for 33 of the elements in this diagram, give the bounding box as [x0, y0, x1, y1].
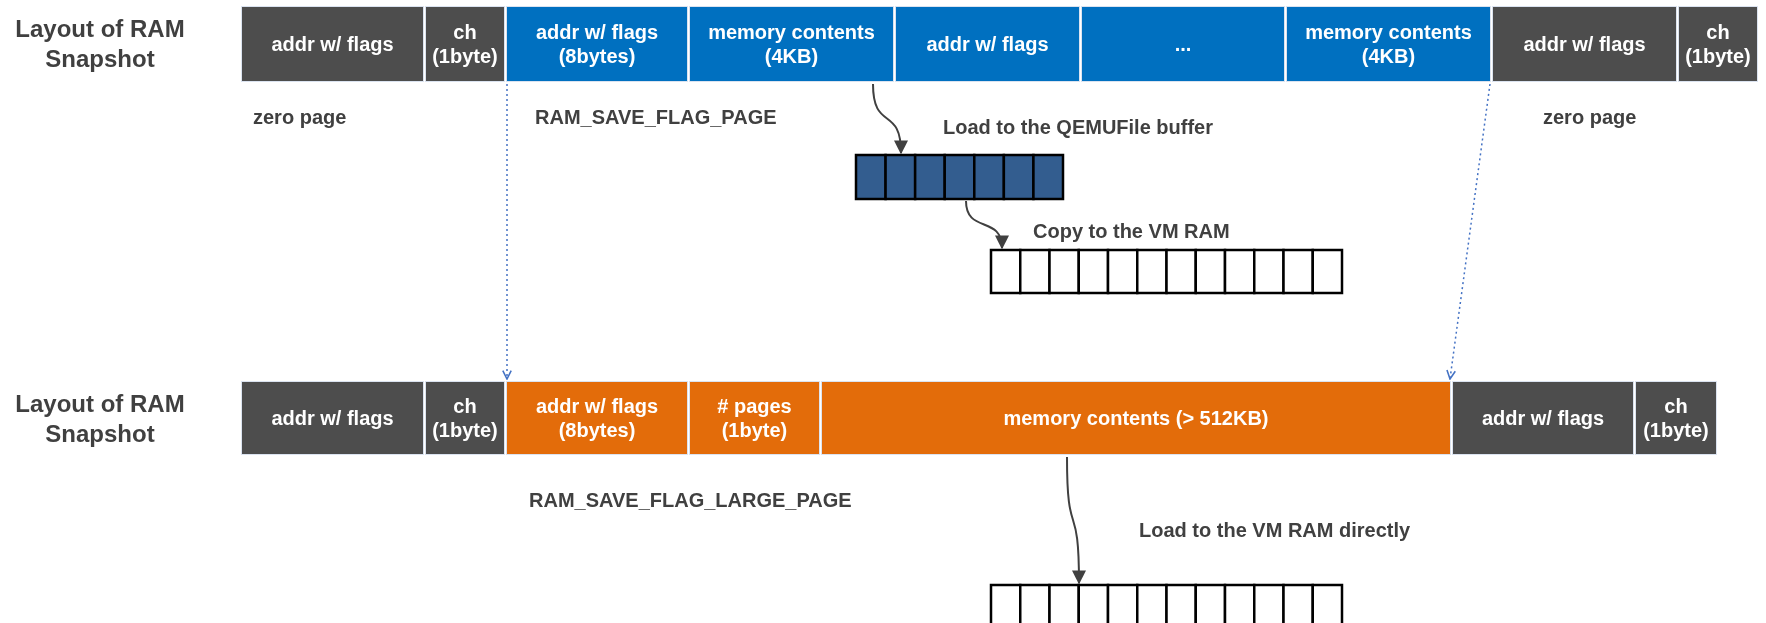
field-cell: ch (1byte)	[1678, 6, 1758, 82]
field-cell: memory contents (> 512KB)	[821, 381, 1451, 455]
field-cell: # pages (1byte)	[689, 381, 820, 455]
curved-arrow	[872, 83, 908, 155]
edge-label: Load to the QEMUFile buffer	[941, 116, 1215, 139]
memory-cells-drawing	[989, 583, 1344, 623]
row-title: Layout of RAM Snapshot	[14, 14, 186, 74]
field-cell: addr w/ flags	[241, 381, 424, 455]
field-cell: memory contents (4KB)	[689, 6, 894, 82]
curved-arrow	[965, 200, 1008, 250]
field-cell: addr w/ flags	[241, 6, 424, 82]
field-cell: addr w/ flags (8bytes)	[506, 381, 688, 455]
section-label: zero page	[1543, 106, 1637, 129]
field-cell: ch (1byte)	[425, 381, 505, 455]
section-label: zero page	[253, 106, 347, 129]
dotted-arrow	[502, 83, 512, 380]
field-cell: ch (1byte)	[425, 6, 505, 82]
field-cell: ch (1byte)	[1635, 381, 1717, 455]
edge-label: Copy to the VM RAM	[1031, 220, 1232, 243]
field-cell: addr w/ flags	[1452, 381, 1634, 455]
memory-cells-drawing	[854, 153, 1065, 201]
flag-name: RAM_SAVE_FLAG_PAGE	[535, 106, 777, 129]
dotted-arrow	[1446, 83, 1491, 380]
field-cell: ...	[1081, 6, 1285, 82]
flag-name: RAM_SAVE_FLAG_LARGE_PAGE	[529, 489, 852, 512]
row-title: Layout of RAM Snapshot	[14, 389, 186, 449]
field-cell: addr w/ flags	[895, 6, 1080, 82]
memory-cells-drawing	[989, 248, 1344, 295]
field-cell: addr w/ flags	[1492, 6, 1677, 82]
edge-label: Load to the VM RAM directly	[1137, 519, 1413, 542]
field-cell: memory contents (4KB)	[1286, 6, 1491, 82]
field-cell: addr w/ flags (8bytes)	[506, 6, 688, 82]
curved-arrow	[1066, 456, 1086, 585]
